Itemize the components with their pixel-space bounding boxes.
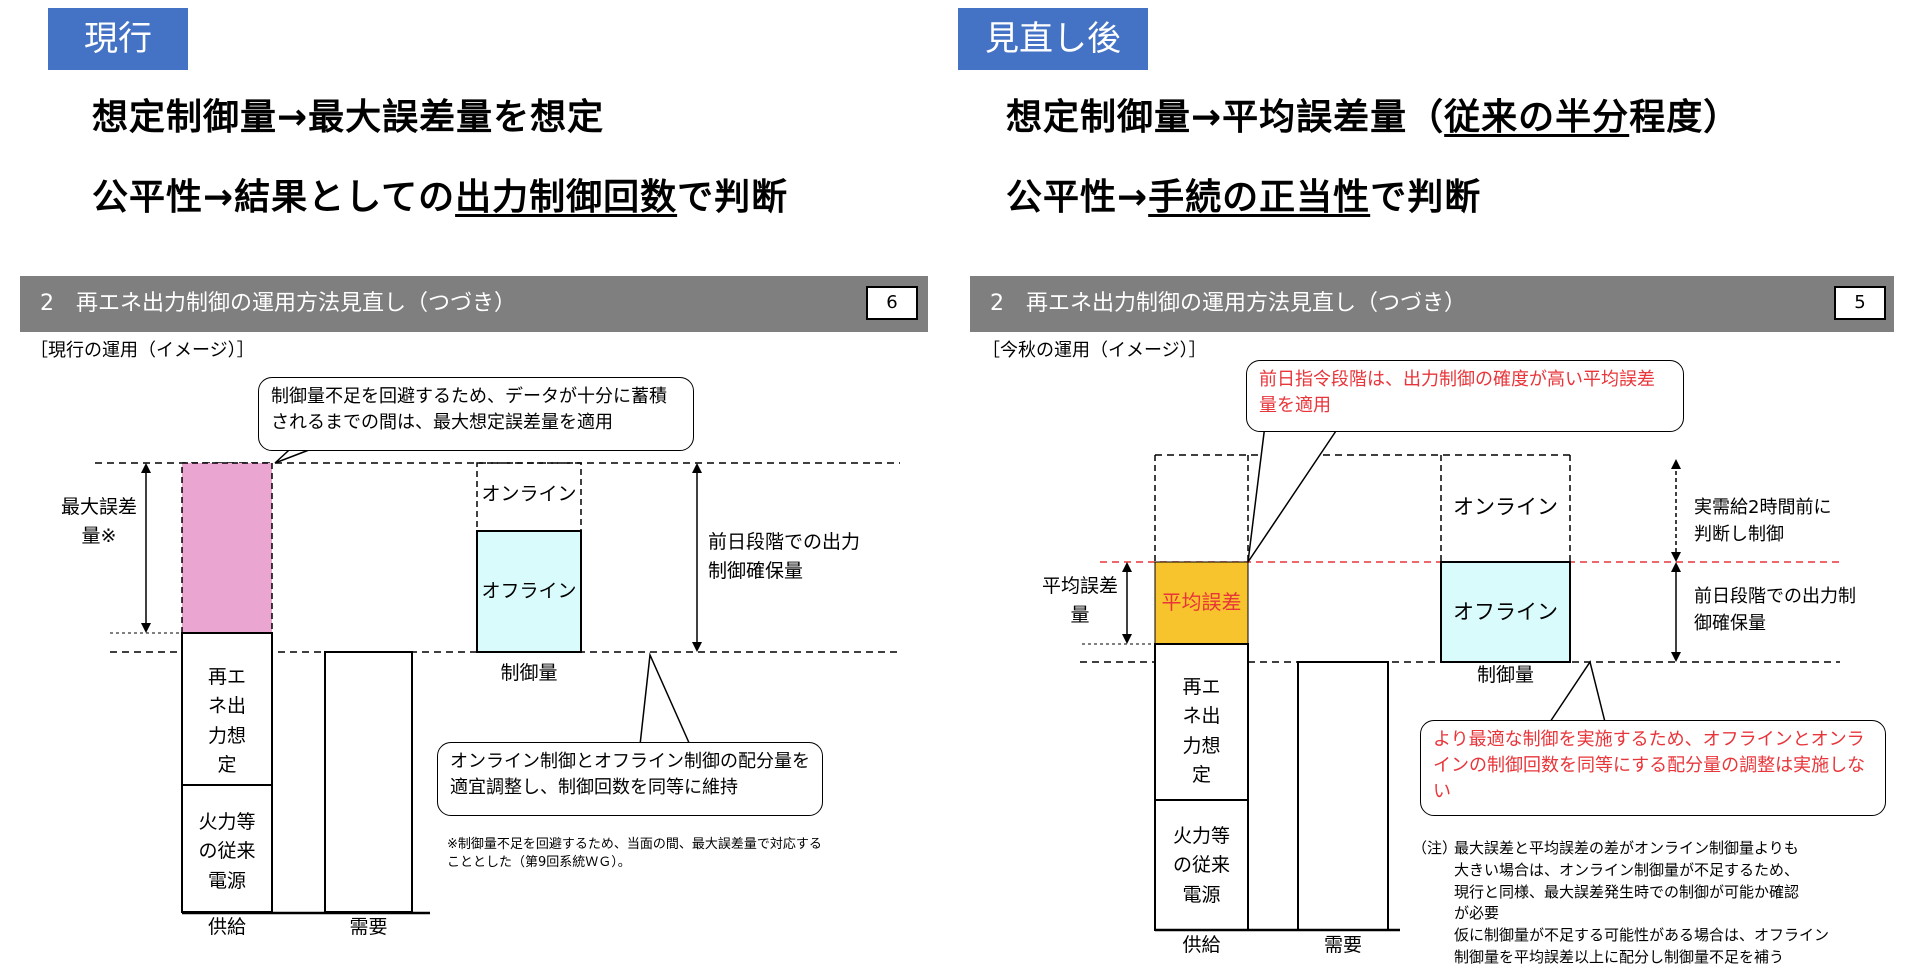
right-avg-error-label: 平均誤差量 (1042, 575, 1119, 627)
left-subtitle: ［現行の運用（イメージ）］ (30, 340, 255, 361)
note-line: 現行と同様、最大誤差発生時での制御が可能か確認 (1454, 882, 1800, 901)
right-online-label: オンライン (1453, 495, 1558, 519)
right-callout-bottom: より最適な制御を実施するため、オフラインとオンラインの制御回数を同等にする配分量… (1420, 720, 1886, 816)
note-line: 最大誤差と平均誤差の差がオンライン制御量よりも (1454, 839, 1799, 857)
left-renew-label: 再エネ出力想定 (207, 666, 246, 777)
left-max-error-label: 最大誤差量※ (60, 496, 137, 548)
note-line: 制御量を平均誤差以上に配分し制御量不足を補う (1454, 947, 1785, 966)
right-subtitle: ［今秋の運用（イメージ）］ (982, 340, 1207, 361)
left-supply-label: 供給 (207, 916, 246, 938)
right-demand-label: 需要 (1323, 934, 1362, 956)
right-avg-error-box-label: 平均誤差 (1161, 590, 1242, 614)
right-control-amount: 制御量 (1476, 664, 1534, 686)
left-footnote: ※制御量不足を回避するため、当面の間、最大誤差量で対応することとした（第9回系統… (447, 837, 822, 870)
left-heading-2: 公平性→結果としての出力制御回数で判断 (92, 177, 789, 218)
note-line: 大きい場合は、オンライン制御量が不足するため、 (1454, 860, 1800, 879)
left-slide-title: 2 再エネ出力制御の運用方法見直し（つづき） (40, 291, 516, 316)
right-realtime-label: 実需給2時間前に判断し制御 (1694, 497, 1832, 545)
right-callout-top: 前日指令段階は、出力制御の確度が高い平均誤差量を適用 (1246, 360, 1684, 432)
left-demand-label: 需要 (349, 916, 388, 938)
note-line: 仮に制御量が不足する可能性がある場合は、オフライン (1454, 926, 1830, 944)
left-slide-header: 2 再エネ出力制御の運用方法見直し（つづき） (20, 276, 928, 332)
right-note: 最大誤差と平均誤差の差がオンライン制御量よりも 大きい場合は、オンライン制御量が… (1454, 838, 1829, 969)
right-thermal-label: 火力等の従来電源 (1172, 825, 1230, 906)
left-callout-top: 制御量不足を回避するため、データが十分に蓄積されるまでの間は、最大想定誤差量を適… (258, 377, 694, 451)
right-note-head: （注） (1412, 839, 1458, 857)
left-thermal-label: 火力等の従来電源 (198, 811, 256, 892)
left-online-label: オンライン (481, 483, 577, 505)
note-line: が必要 (1454, 904, 1500, 923)
right-slide-header: 2 再エネ出力制御の運用方法見直し（つづき） (970, 276, 1894, 332)
current-tag: 現行 (48, 8, 188, 70)
left-offline-label: オフライン (481, 580, 577, 602)
right-offline-label: オフライン (1453, 600, 1558, 624)
left-page-number: 6 (866, 286, 918, 320)
right-heading-2: 公平性→手続の正当性で判断 (1006, 177, 1482, 218)
right-renew-label: 再エネ出力想定 (1182, 676, 1221, 787)
left-reserve-label: 前日段階での出力制御確保量 (708, 531, 861, 582)
left-callout-bottom: オンライン制御とオフライン制御の配分量を適宜調整し、制御回数を同等に維持 (437, 742, 823, 816)
right-heading-1: 想定制御量→平均誤差量（従来の半分程度） (1006, 97, 1741, 138)
right-reserve-label: 前日段階での出力制御確保量 (1694, 586, 1856, 634)
left-heading-1: 想定制御量→最大誤差量を想定 (92, 97, 605, 138)
right-page-number: 5 (1834, 286, 1886, 320)
left-control-amount: 制御量 (500, 662, 558, 684)
right-supply-label: 供給 (1182, 934, 1221, 956)
right-slide-title: 2 再エネ出力制御の運用方法見直し（つづき） (990, 291, 1466, 316)
revised-tag: 見直し後 (958, 8, 1148, 70)
